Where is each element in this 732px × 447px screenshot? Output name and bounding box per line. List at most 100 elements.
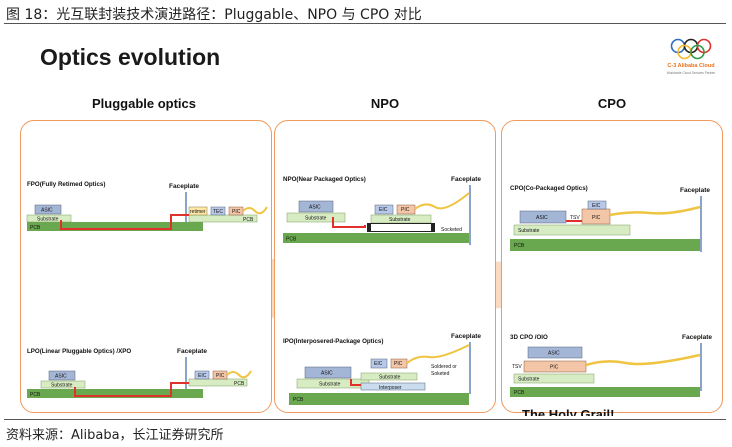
- npo-eic: [374, 204, 394, 215]
- npo-faceplate: [469, 185, 471, 245]
- fpo-substrate-label: Substrate: [37, 217, 59, 223]
- ipo-eic: [370, 358, 388, 369]
- panel-npo: NPO(Near Packaged Optics) Faceplate PCB …: [274, 120, 496, 413]
- column-title-npo: NPO: [370, 96, 400, 111]
- ipo-pcb-label: PCB: [293, 397, 304, 403]
- holy-grail-text: The Holy Grail!: [522, 407, 615, 416]
- fpo-retimer: [188, 206, 208, 216]
- ipo-title: IPO(Interposered-Package Optics): [283, 338, 383, 345]
- lpo-module-pcb-label: PCB: [234, 381, 245, 387]
- fpo-title: FPO(Fully Retimed Optics): [27, 181, 105, 188]
- lpo-asic-label: ASIC: [55, 374, 67, 380]
- npo-pcb-label: PCB: [286, 237, 297, 243]
- ipo-module-substrate-label: Substrate: [379, 375, 401, 381]
- fpo-trace: [60, 214, 189, 230]
- npo-pic: [396, 204, 416, 215]
- source-rule: [4, 419, 726, 420]
- fpo-tec: [210, 206, 226, 216]
- panel-pluggable: FPO(Fully Retimed Optics) Faceplate PCB …: [20, 120, 272, 413]
- npo-substrate: [286, 212, 346, 223]
- cpo3d-faceplate: [700, 343, 702, 391]
- fpo-faceplate-label: Faceplate: [169, 183, 199, 190]
- fpo-pcb: [27, 222, 203, 231]
- cpo-asic: [519, 210, 567, 224]
- npo-socketed-label: Socketed: [441, 227, 462, 233]
- fpo-module-pcb-label: PCB: [243, 217, 254, 223]
- lpo-fiber: [226, 370, 252, 379]
- ipo-interposer: [360, 382, 426, 391]
- ipo-pcb: [289, 393, 469, 405]
- cpo-substrate: [513, 224, 631, 236]
- fpo-substrate: [26, 214, 72, 223]
- ipo-faceplate-label: Faceplate: [451, 333, 481, 340]
- cpo-faceplate-label: Faceplate: [680, 187, 710, 194]
- lpo-substrate-label: Substrate: [51, 383, 73, 389]
- npo-eic-label: EIC: [379, 207, 388, 213]
- panel-cpo: CPO(Co-Packaged Optics) Faceplate PCB Su…: [501, 120, 723, 416]
- npo-fiber: [414, 192, 470, 210]
- npo-asic: [298, 200, 334, 213]
- cpo3d-asic: [527, 346, 583, 359]
- cpo3d-tsv-label: TSV: [512, 364, 522, 370]
- logo: C-3 Alibaba Cloud Worldwide Cloud Servic…: [662, 34, 720, 82]
- npo-asic-label: ASIC: [309, 205, 321, 211]
- ipo-soldered-label: Soldered or: [431, 364, 457, 370]
- lpo-faceplate-label: Faceplate: [177, 348, 207, 355]
- cpo3d-pic: [523, 360, 587, 373]
- source-note: 资料来源：Alibaba，长江证券研究所: [6, 428, 224, 443]
- cpo3d-title: 3D CPO /OIO: [510, 334, 548, 341]
- npo-title: NPO(Near Packaged Optics): [283, 176, 366, 183]
- cpo3d-pic-label: PIC: [550, 365, 559, 371]
- fpo-asic: [34, 204, 62, 215]
- cpo3d-substrate-label: Substrate: [518, 377, 540, 383]
- cpo3d-substrate: [513, 373, 595, 384]
- lpo-asic: [48, 370, 76, 381]
- ipo-module-substrate: [360, 372, 418, 381]
- cpo-diagrams: CPO(Co-Packaged Optics) Faceplate PCB Su…: [510, 185, 712, 397]
- cpo-pcb: [510, 239, 700, 251]
- ipo-pic-label: PIC: [394, 361, 403, 367]
- ipo-asic: [304, 366, 352, 379]
- slide: Optics evolution C-3 Alibaba Cloud World…: [6, 28, 728, 416]
- cpo3d-pcb: [510, 387, 700, 397]
- cpo-eic: [587, 200, 607, 210]
- figure-caption: 图 18：光互联封装技术演进路径：Pluggable、NPO 与 CPO 对比: [6, 7, 422, 23]
- pluggable-diagrams: FPO(Fully Retimed Optics) Faceplate PCB …: [26, 181, 268, 398]
- cpo-pic-label: PIC: [592, 215, 601, 221]
- npo-diagrams: NPO(Near Packaged Optics) Faceplate PCB …: [283, 176, 481, 405]
- ipo-soketed-label: Soketed: [431, 371, 450, 377]
- lpo-trace: [74, 382, 189, 397]
- ipo-eic-label: EIC: [374, 361, 383, 367]
- caption-rule: [4, 23, 726, 24]
- ipo-trace: [350, 379, 361, 386]
- cpo-tsv-label: TSV: [570, 215, 580, 221]
- column-title-pluggable: Pluggable optics: [91, 96, 196, 111]
- cpo-asic-label: ASIC: [536, 215, 548, 221]
- fpo-pic-label: PIC: [232, 209, 241, 215]
- ipo-asic-label: ASIC: [321, 371, 333, 377]
- fpo-tec-label: TEC: [213, 209, 223, 215]
- npo-module-substrate-label: Substrate: [389, 217, 411, 223]
- npo-substrate-label: Substrate: [305, 216, 327, 222]
- cpo-pcb-label: PCB: [514, 243, 525, 249]
- lpo-pcb: [27, 389, 203, 398]
- ipo-faceplate: [469, 342, 471, 394]
- cpo-title: CPO(Co-Packaged Optics): [510, 185, 588, 192]
- slide-title: Optics evolution: [40, 44, 221, 70]
- fpo-asic-label: ASIC: [41, 208, 53, 214]
- lpo-title: LPO(Linear Pluggable Optics) /XPO: [27, 348, 131, 355]
- npo-trace: [332, 217, 366, 228]
- ipo-pic: [390, 358, 408, 369]
- cpo3d-fiber: [585, 353, 701, 367]
- lpo-substrate: [40, 380, 86, 389]
- logo-brand: C-3 Alibaba Cloud: [667, 63, 714, 69]
- cpo-eic-label: EIC: [592, 203, 601, 209]
- ipo-fiber: [406, 344, 470, 364]
- logo-tagline: Worldwide Cloud Services Partner: [667, 71, 716, 75]
- npo-faceplate-label: Faceplate: [451, 176, 481, 183]
- ipo-substrate-label: Substrate: [319, 382, 341, 388]
- lpo-faceplate: [185, 357, 187, 389]
- lpo-pic-label: PIC: [216, 373, 225, 379]
- fpo-pcb-label: PCB: [30, 225, 41, 231]
- fpo-fiber: [242, 206, 268, 215]
